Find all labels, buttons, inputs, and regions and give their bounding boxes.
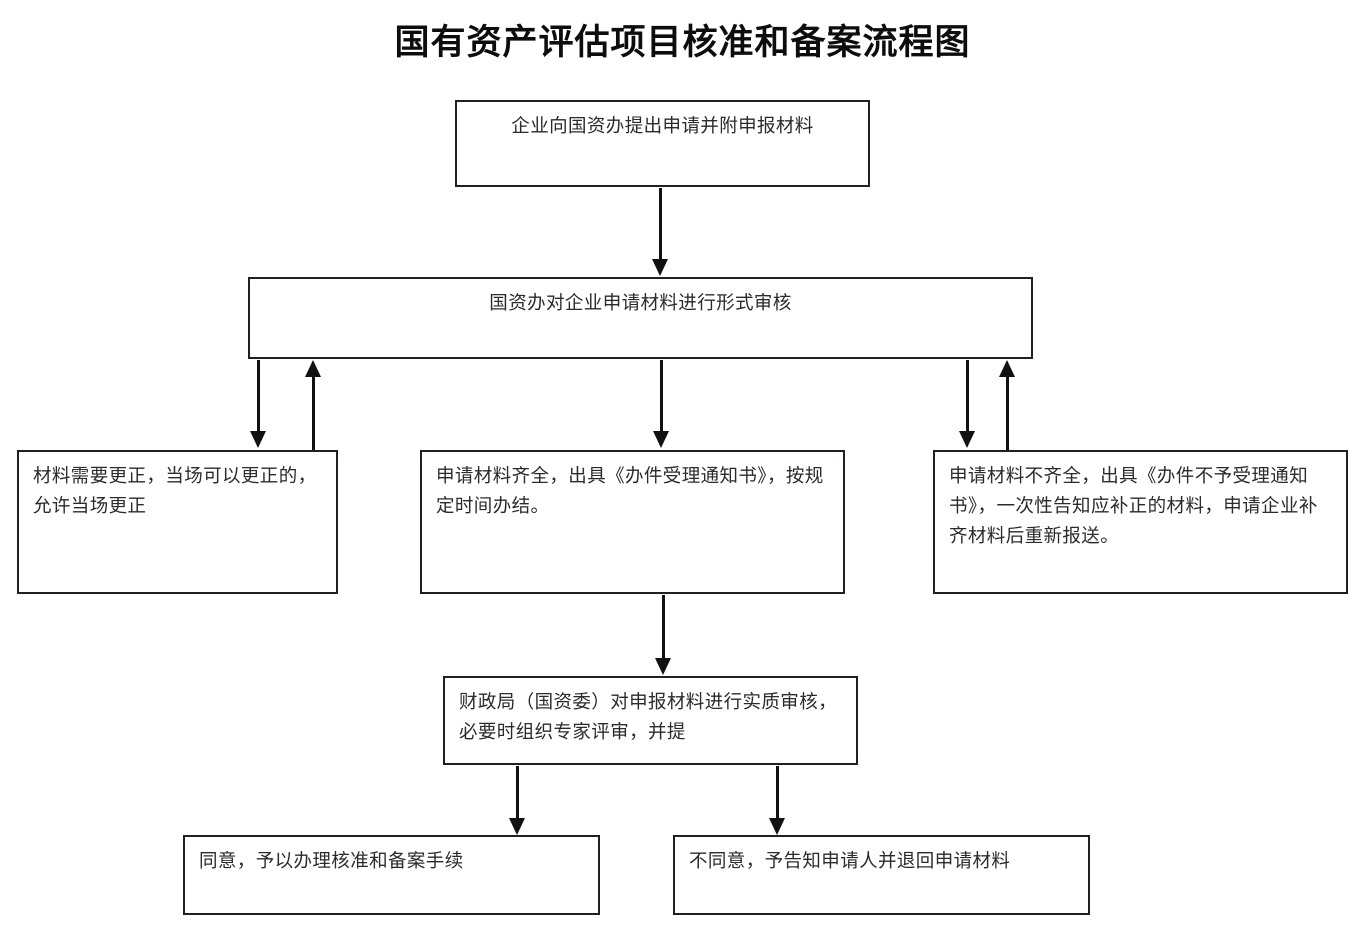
arrow-head-down-icon — [653, 431, 669, 448]
connector-apply-to-formal-review — [652, 188, 668, 276]
connector-formal-review-to-need-correction — [250, 360, 266, 448]
node-substantive-review-label: 财政局（国资委）对申报材料进行实质审核，必要时组织专家评审，并提 — [459, 692, 838, 743]
arrow-shaft — [1005, 375, 1009, 455]
arrow-shaft — [515, 766, 519, 820]
arrow-head-down-icon — [959, 431, 975, 448]
arrow-head-down-icon — [652, 259, 668, 276]
arrow-shaft — [659, 360, 663, 433]
arrow-head-down-icon — [769, 818, 785, 835]
arrow-shaft — [658, 188, 662, 261]
node-incomplete: 申请材料不齐全，出具《办件不予受理通知书》，一次性告知应补正的材料，申请企业补齐… — [933, 450, 1348, 594]
connector-incomplete-to-formal-review — [999, 360, 1015, 455]
arrow-shaft — [965, 360, 969, 433]
connector-substantive-review-to-disagree — [769, 766, 785, 835]
node-apply: 企业向国资办提出申请并附申报材料 — [455, 100, 870, 187]
arrow-shaft — [661, 595, 665, 660]
arrow-shaft — [311, 375, 315, 455]
arrow-head-down-icon — [655, 658, 671, 675]
node-disagree: 不同意，予告知申请人并退回申请材料 — [673, 835, 1090, 915]
arrow-head-down-icon — [509, 818, 525, 835]
page-title: 国有资产评估项目核准和备案流程图 — [394, 23, 971, 63]
connector-formal-review-to-complete — [653, 360, 669, 448]
connector-complete-to-substantive-review — [655, 595, 671, 675]
node-complete: 申请材料齐全，出具《办件受理通知书》，按规定时间办结。 — [420, 450, 845, 594]
node-apply-label: 企业向国资办提出申请并附申报材料 — [511, 116, 814, 137]
arrow-head-up-icon — [305, 360, 321, 377]
connector-substantive-review-to-agree — [509, 766, 525, 835]
arrow-shaft — [775, 766, 779, 820]
node-need-correction: 材料需要更正，当场可以更正的，允许当场更正 — [17, 450, 338, 594]
node-agree: 同意，予以办理核准和备案手续 — [183, 835, 600, 915]
node-formal-review: 国资办对企业申请材料进行形式审核 — [248, 277, 1033, 359]
arrow-head-down-icon — [250, 431, 266, 448]
node-disagree-label: 不同意，予告知申请人并退回申请材料 — [689, 851, 1011, 872]
node-formal-review-label: 国资办对企业申请材料进行形式审核 — [489, 293, 792, 314]
arrow-shaft — [256, 360, 260, 433]
node-need-correction-label: 材料需要更正，当场可以更正的，允许当场更正 — [33, 466, 317, 517]
node-incomplete-label: 申请材料不齐全，出具《办件不予受理通知书》，一次性告知应补正的材料，申请企业补齐… — [949, 466, 1318, 547]
node-agree-label: 同意，予以办理核准和备案手续 — [199, 851, 464, 872]
arrow-head-up-icon — [999, 360, 1015, 377]
connector-formal-review-to-incomplete — [959, 360, 975, 448]
node-complete-label: 申请材料齐全，出具《办件受理通知书》，按规定时间办结。 — [436, 466, 824, 517]
node-substantive-review: 财政局（国资委）对申报材料进行实质审核，必要时组织专家评审，并提 — [443, 676, 858, 765]
connector-need-correction-to-formal-review — [305, 360, 321, 455]
